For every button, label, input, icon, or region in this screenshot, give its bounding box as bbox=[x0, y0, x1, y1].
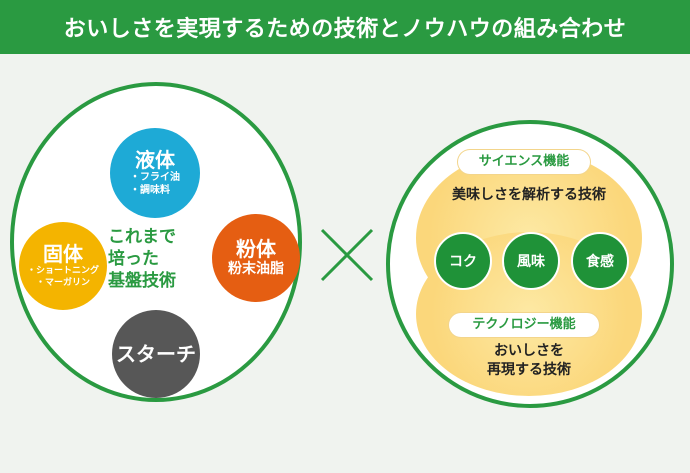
powder-subtitle: 粉末油脂 bbox=[228, 260, 284, 277]
liquid-item: ・フライ油 bbox=[130, 171, 180, 183]
flavor-node: 風味 bbox=[502, 232, 560, 290]
technology-description-line: 再現する技術 bbox=[487, 361, 571, 378]
solid-item: ・マーガリン bbox=[35, 278, 90, 288]
page-title: おいしさを実現するための技術とノウハウの組み合わせ bbox=[63, 17, 627, 42]
koku-node: コク bbox=[434, 232, 492, 290]
liquid-node: 液体 ・フライ油 ・調味料 bbox=[110, 128, 200, 218]
solid-title: 固体 bbox=[43, 241, 83, 266]
core-tech-line: 培った bbox=[108, 249, 159, 270]
powder-node: 粉体 粉末油脂 bbox=[212, 214, 300, 302]
starch-title: スターチ bbox=[116, 342, 196, 366]
solid-items: ・ショートニング ・マーガリン bbox=[27, 265, 99, 289]
solid-item: ・ショートニング bbox=[26, 265, 99, 276]
liquid-items: ・フライ油 ・調味料 bbox=[130, 171, 180, 198]
powder-title: 粉体 bbox=[236, 236, 276, 261]
multiply-icon bbox=[320, 228, 374, 282]
technology-description-line: おいしさを bbox=[494, 343, 564, 359]
technology-description: おいしさを 再現する技術 bbox=[440, 342, 618, 380]
core-tech-label: これまで 培った 基盤技術 bbox=[108, 226, 204, 292]
technology-function-pill: テクノロジー機能 bbox=[449, 313, 599, 337]
header-banner: おいしさを実現するための技術とノウハウの組み合わせ bbox=[0, 0, 690, 54]
science-function-pill: サイエンス機能 bbox=[458, 150, 590, 174]
texture-node: 食感 bbox=[571, 232, 629, 290]
liquid-title: 液体 bbox=[135, 147, 175, 172]
starch-node: スターチ bbox=[112, 310, 200, 398]
solid-node: 固体 ・ショートニング ・マーガリン bbox=[19, 222, 107, 310]
core-tech-line: 基盤技術 bbox=[108, 271, 176, 292]
core-tech-line: これまで bbox=[108, 227, 176, 247]
liquid-item: ・調味料 bbox=[130, 185, 170, 196]
science-description: 美味しさを解析する技術 bbox=[452, 187, 606, 203]
